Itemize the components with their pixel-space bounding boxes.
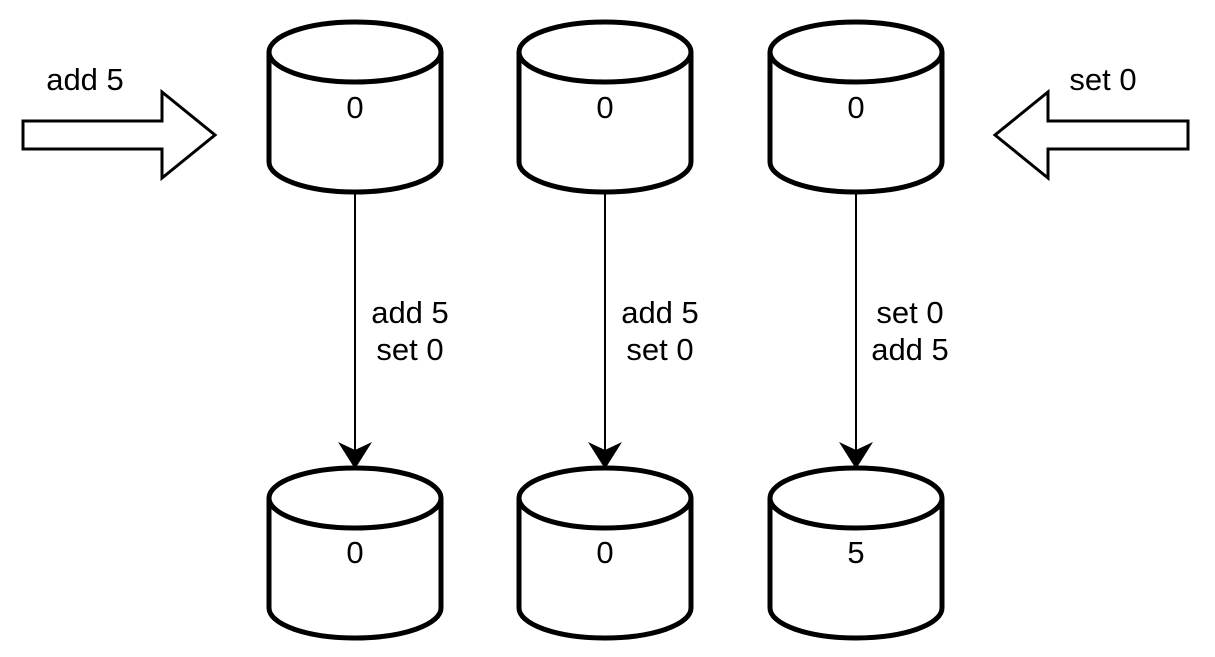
arrow-down-icon (839, 442, 873, 469)
cylinder-body (767, 498, 945, 641)
replica-1-op-2: set 0 (376, 332, 443, 367)
arrow-down-icon (588, 442, 622, 469)
replica-3-bottom-cylinder: 5 (767, 465, 945, 641)
cylinder-top (516, 465, 694, 531)
replica-3-top-cylinder: 0 (767, 19, 945, 195)
input-left-label: add 5 (46, 62, 124, 97)
arrow-down-icon (338, 442, 372, 469)
replica-2-top-value: 0 (596, 90, 613, 125)
cylinder-body (516, 498, 694, 641)
cylinder-body (266, 498, 444, 641)
replica-2-op-2: set 0 (626, 332, 693, 367)
cylinder-body (516, 52, 694, 195)
input-right-label: set 0 (1069, 62, 1136, 97)
replica-3-ops-arrow: set 0 add 5 (839, 192, 949, 469)
input-left-group: add 5 (21, 62, 218, 182)
replica-1-ops-arrow: add 5 set 0 (338, 192, 449, 469)
block-arrow-left-icon (992, 88, 1190, 182)
replica-2-bottom-cylinder: 0 (516, 465, 694, 641)
replica-2-ops-arrow: add 5 set 0 (588, 192, 699, 469)
replica-3-op-2: add 5 (871, 332, 949, 367)
replica-1-op-1: add 5 (371, 295, 449, 330)
cylinder-top (266, 465, 444, 531)
replica-2-top-cylinder: 0 (516, 19, 694, 195)
block-arrow-right-icon (21, 88, 218, 182)
cylinder-top (266, 19, 444, 85)
replica-3-op-1: set 0 (876, 295, 943, 330)
replica-2-op-1: add 5 (621, 295, 699, 330)
replica-1-bottom-cylinder: 0 (266, 465, 444, 641)
cylinder-body (767, 52, 945, 195)
cylinder-body (266, 52, 444, 195)
replica-1-top-value: 0 (346, 90, 363, 125)
replica-3-bottom-value: 5 (847, 535, 864, 570)
cylinder-top (516, 19, 694, 85)
replica-1-bottom-value: 0 (346, 535, 363, 570)
replica-3-top-value: 0 (847, 90, 864, 125)
input-right-group: set 0 (992, 62, 1190, 182)
cylinder-top (767, 19, 945, 85)
cylinder-top (767, 465, 945, 531)
replica-2-bottom-value: 0 (596, 535, 613, 570)
replica-1-top-cylinder: 0 (266, 19, 444, 195)
